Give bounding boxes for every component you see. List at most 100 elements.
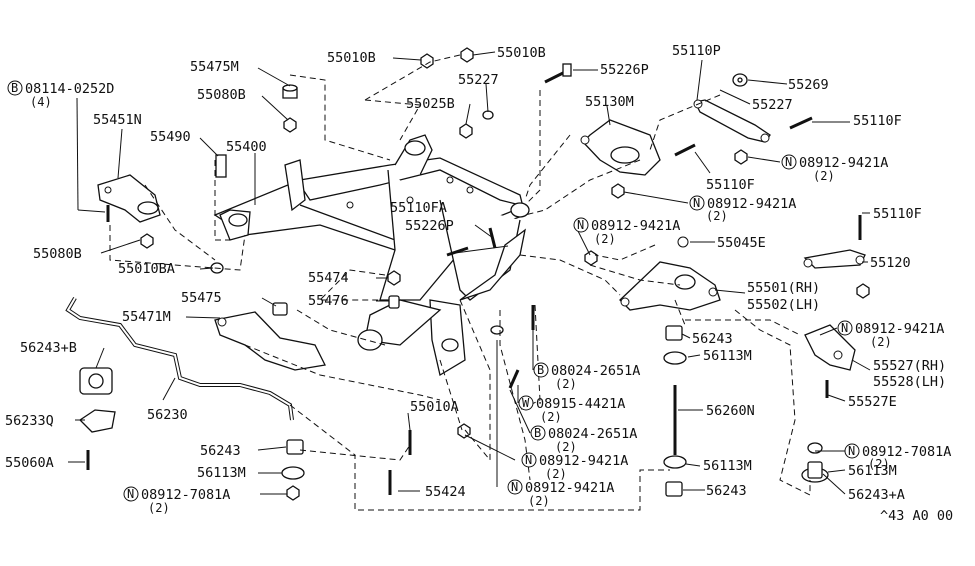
svg-text:N: N <box>511 480 518 494</box>
svg-text:N: N <box>841 321 848 335</box>
bracket-55527 <box>804 324 856 371</box>
callout-55110F-a: 55110F <box>853 113 902 129</box>
n-symbol-7: N <box>521 452 537 468</box>
qty-2c: (2) <box>594 232 616 246</box>
callout-55227-b: 55227 <box>752 97 793 113</box>
n-symbol-6: N <box>123 486 139 502</box>
svg-text:N: N <box>785 155 792 169</box>
link-55120 <box>803 249 866 269</box>
callout-55110FA: 55110FA <box>390 200 447 216</box>
callout-08912-9421A-f: 08912-9421A <box>525 480 614 496</box>
callout-56113M-d: 56113M <box>197 465 246 481</box>
callout-08912-7081A-a: 08912-7081A <box>862 444 951 460</box>
callout-55475: 55475 <box>181 290 222 306</box>
qty-2d: (2) <box>870 335 892 349</box>
callout-56230: 56230 <box>147 407 188 423</box>
upper-link-55130M <box>580 119 661 176</box>
callout-55110F-c: 55110F <box>873 206 922 222</box>
svg-text:N: N <box>848 444 855 458</box>
callout-55490: 55490 <box>150 129 191 145</box>
callout-55502-lh: 55502(LH) <box>747 297 820 313</box>
callout-55400: 55400 <box>226 139 267 155</box>
callout-55476: 55476 <box>308 293 349 309</box>
n-symbol-5: N <box>844 443 860 459</box>
callout-08912-9421A-e: 08912-9421A <box>539 453 628 469</box>
callout-56113M-b: 56113M <box>703 458 752 474</box>
figure-code: ^43 A0 00 <box>880 508 953 524</box>
n-symbol-8: N <box>507 479 523 495</box>
qty-2g: (2) <box>555 440 577 454</box>
callout-55471M: 55471M <box>122 309 171 325</box>
callout-55110F-b: 55110F <box>706 177 755 193</box>
svg-text:N: N <box>577 218 584 232</box>
callout-symbols: B N N N N B W N B N N N <box>7 80 860 502</box>
callout-55060A: 55060A <box>5 455 54 471</box>
callout-56113M-a: 56113M <box>703 348 752 364</box>
qty-2h: (2) <box>868 457 890 471</box>
callout-55010BA: 55010BA <box>118 261 175 277</box>
callout-56243-c: 56243 <box>706 483 747 499</box>
callout-08912-9421A-a: 08912-9421A <box>799 155 888 171</box>
callout-08912-9421A-c: 08912-9421A <box>591 218 680 234</box>
callout-55120: 55120 <box>870 255 911 271</box>
callout-55010B-b: 55010B <box>497 45 546 61</box>
n-symbol-4: N <box>837 320 853 336</box>
callout-55080B-bottom: 55080B <box>33 246 82 262</box>
callout-56243-b2: 56243 <box>200 443 241 459</box>
svg-text:N: N <box>127 487 134 501</box>
qty-2a: (2) <box>813 169 835 183</box>
callout-08915-4421A: 08915-4421A <box>536 396 625 412</box>
callout-55451N: 55451N <box>93 112 142 128</box>
lower-arm-55501 <box>619 261 721 311</box>
b-symbol-3: B <box>530 425 546 441</box>
callout-08912-7081A-b: 08912-7081A <box>141 487 230 503</box>
qty-4: (4) <box>30 95 52 109</box>
qty-2f: (2) <box>540 410 562 424</box>
callout-56233Q: 56233Q <box>5 413 54 429</box>
callout-55227-a: 55227 <box>458 72 499 88</box>
bushing-56243B <box>79 367 113 395</box>
callout-55475M: 55475M <box>190 59 239 75</box>
callout-55025B: 55025B <box>406 96 455 112</box>
b-symbol-2: B <box>533 362 549 378</box>
svg-text:B: B <box>537 363 544 377</box>
qty-2e: (2) <box>555 377 577 391</box>
callout-55527-rh: 55527(RH) <box>873 358 946 374</box>
callout-08024-2651A-a: 08024-2651A <box>551 363 640 379</box>
callout-55527E: 55527E <box>848 394 897 410</box>
n-symbol-1: N <box>781 154 797 170</box>
svg-text:N: N <box>525 453 532 467</box>
callout-08912-9421A-d: 08912-9421A <box>855 321 944 337</box>
callout-56243-b: 56243+B <box>20 340 77 356</box>
callout-56243-a2: 56243+A <box>848 487 905 503</box>
callout-08912-9421A-b: 08912-9421A <box>707 196 796 212</box>
callout-55010B-a: 55010B <box>327 50 376 66</box>
bracket-55451N <box>97 174 161 223</box>
callout-56243-a: 56243 <box>692 331 733 347</box>
callout-55528-lh: 55528(LH) <box>873 374 946 390</box>
qty-2b: (2) <box>706 209 728 223</box>
callout-55424: 55424 <box>425 484 466 500</box>
stabilizer-bar-56230 <box>65 296 294 421</box>
small-parts <box>86 47 870 501</box>
callout-55110P: 55110P <box>672 43 721 59</box>
n-symbol-2: N <box>689 195 705 211</box>
callout-55226P-b: 55226P <box>405 218 454 234</box>
callout-labels: 55475M 55080B 55010B 55010B 55227 55226P… <box>5 43 953 524</box>
qty-2k: (2) <box>148 501 170 515</box>
callout-55130M: 55130M <box>585 94 634 110</box>
clamp-56233Q <box>78 409 116 433</box>
n-symbol-3: N <box>573 217 589 233</box>
callout-55080B-top: 55080B <box>197 87 246 103</box>
svg-text:B: B <box>11 81 18 95</box>
bracket-55471M <box>214 311 326 371</box>
b-symbol-1: B <box>7 80 23 96</box>
callout-56260N: 56260N <box>706 403 755 419</box>
callout-55501-rh: 55501(RH) <box>747 280 820 296</box>
svg-text:N: N <box>693 196 700 210</box>
callout-08024-2651A-b: 08024-2651A <box>548 426 637 442</box>
callout-55226P-a: 55226P <box>600 62 649 78</box>
qty-2i: (2) <box>545 467 567 481</box>
qty-2j: (2) <box>528 494 550 508</box>
